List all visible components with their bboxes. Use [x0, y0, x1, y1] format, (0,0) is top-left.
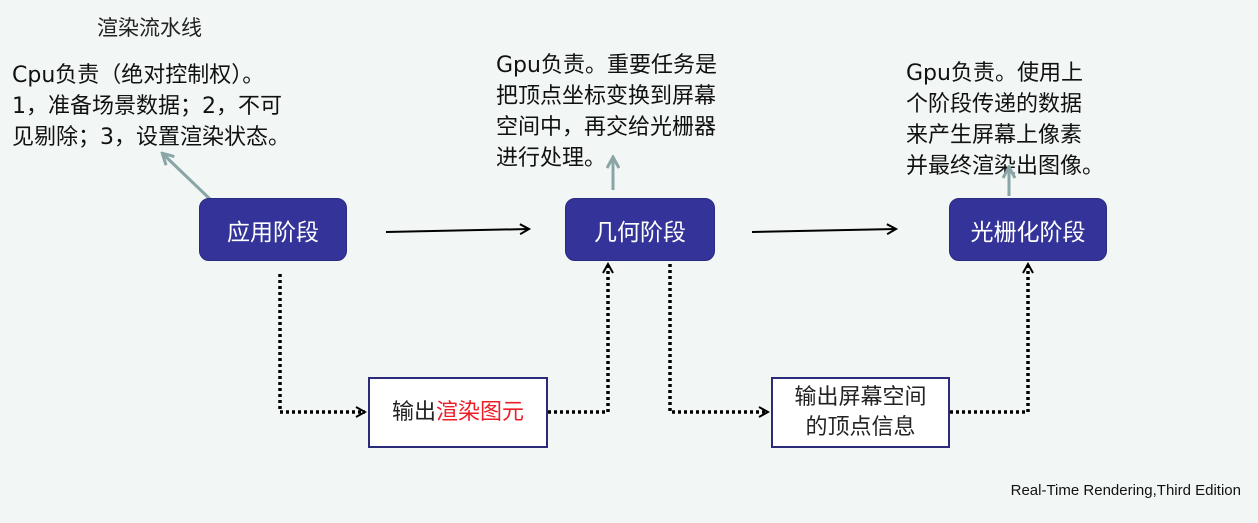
output-line-1: 输出屏幕空间	[794, 384, 927, 410]
output-prefix: 输出	[391, 399, 436, 425]
output-highlight: 渲染图元	[436, 399, 525, 425]
callout-arrow-application	[163, 154, 214, 203]
application-stage-note: Cpu负责（绝对控制权）。 1，准备场景数据；2，不可 见剔除；3，设置渲染状态…	[12, 63, 290, 150]
flow-arrow-geometry-to-raster	[751, 229, 896, 232]
diagram-title: 渲染流水线	[97, 16, 202, 40]
flow-arrow-app-to-geometry	[385, 229, 529, 232]
dotted-arrow-output2-to-raster	[950, 264, 1028, 414]
output-screen-vertex-box: 输出屏幕空间 的顶点信息	[771, 377, 950, 448]
application-stage-box: 应用阶段	[199, 198, 347, 261]
rasterization-stage-note: Gpu负责。使用上 个阶段传递的数据 来产生屏幕上像素 并最终渲染出图像。	[906, 61, 1105, 179]
geometry-stage-box: 几何阶段	[565, 198, 715, 261]
geometry-stage-note: Gpu负责。重要任务是 把顶点坐标变换到屏幕 空间中，再交给光栅器 进行处理。	[496, 53, 717, 171]
output-render-primitives-box: 输出渲染图元	[368, 377, 548, 448]
dotted-arrow-geometry-to-output2	[668, 264, 768, 412]
dotted-arrow-output1-to-geometry	[548, 264, 608, 414]
dotted-arrow-app-to-output1	[278, 274, 365, 412]
rasterization-stage-box: 光栅化阶段	[949, 198, 1107, 261]
output-line-2: 的顶点信息	[805, 414, 916, 440]
source-credit: Real-Time Rendering,Third Edition	[1010, 482, 1241, 499]
